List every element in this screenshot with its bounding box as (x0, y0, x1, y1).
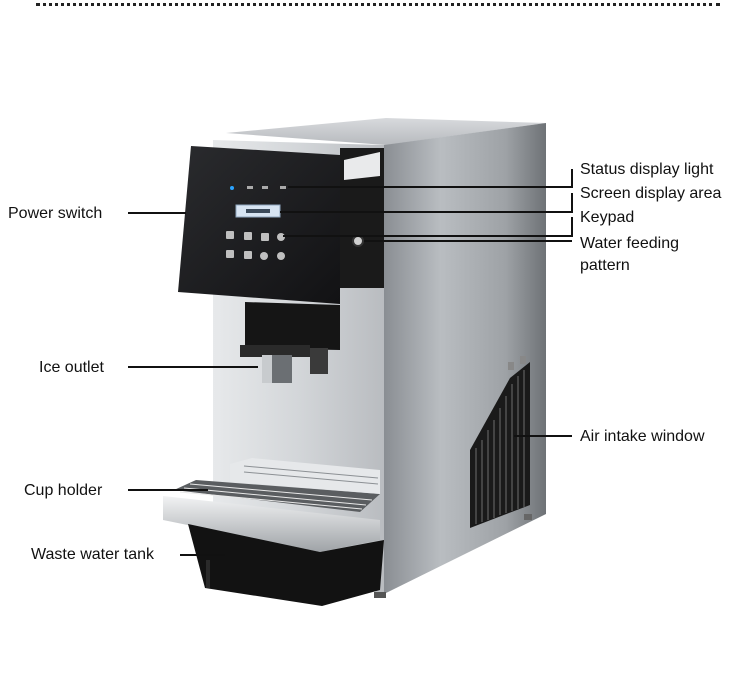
label-cup-holder: Cup holder (24, 482, 103, 499)
machine-foot (374, 592, 386, 598)
top-dotted-divider (36, 3, 720, 10)
drip-tray-base (163, 496, 380, 552)
water-feeding-port (352, 235, 364, 247)
label-air-intake-window: Air intake window (580, 428, 705, 445)
ice-outlet-housing (245, 302, 340, 350)
label-water-feeding-pattern-line1: Water feeding (580, 235, 680, 252)
keypad (226, 231, 285, 260)
label-power-switch: Power switch (8, 205, 103, 222)
label-status-display-light: Status display light (580, 161, 714, 178)
waste-water-tank (188, 524, 384, 606)
label-ice-outlet: Ice outlet (39, 359, 104, 376)
status-display-light (230, 186, 234, 190)
label-waste-water-tank: Waste water tank (31, 546, 155, 563)
label-screen-display-area: Screen display area (580, 185, 722, 202)
control-panel (178, 146, 340, 304)
machine-top (226, 118, 546, 145)
label-keypad: Keypad (580, 209, 635, 226)
leader-lines (128, 169, 573, 556)
cup-holder-grate (174, 480, 380, 512)
label-water-feeding-pattern-line2: pattern (580, 257, 630, 274)
